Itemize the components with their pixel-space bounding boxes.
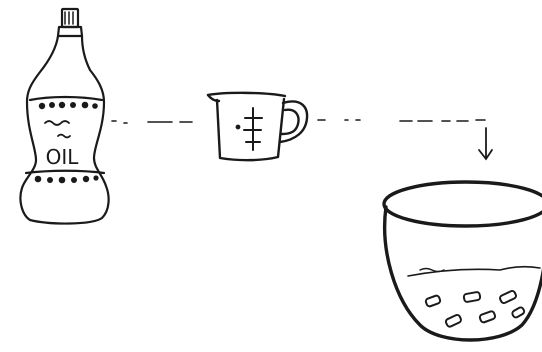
mixing-bowl-icon [384, 182, 542, 340]
measuring-cup-icon [208, 93, 307, 160]
bottle-dots-bottom [35, 175, 99, 183]
oil-bottle-icon [20, 9, 108, 224]
bottle-outline [20, 36, 108, 224]
dashed-connector-1 [112, 121, 192, 123]
arrow-down-icon [479, 128, 492, 159]
dashed-connector-2 [318, 120, 485, 121]
bottle-dots-top [39, 102, 98, 110]
bowl-contents [425, 290, 525, 328]
bottle-label: OIL [46, 145, 80, 169]
